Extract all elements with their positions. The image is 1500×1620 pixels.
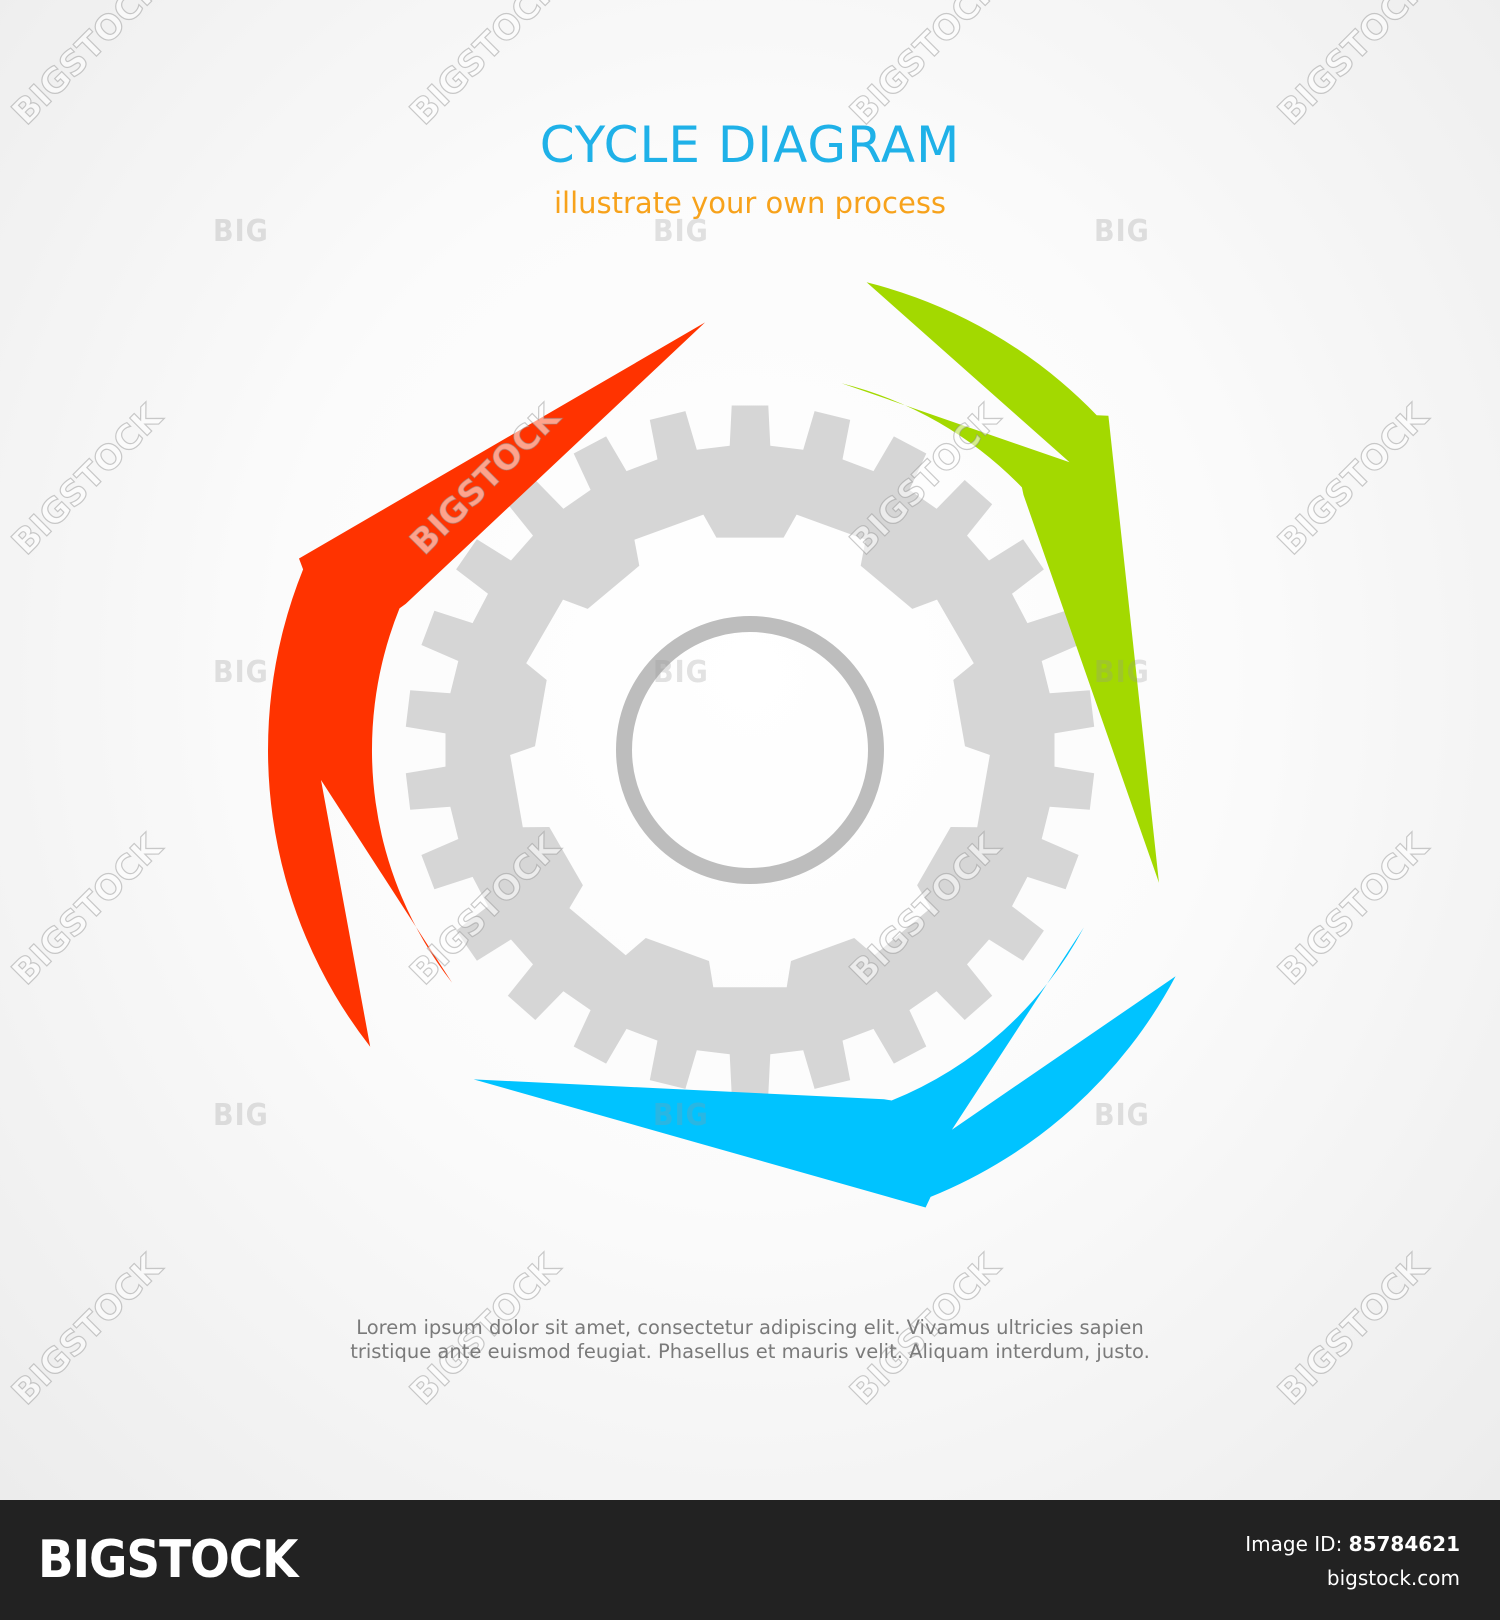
diagram-title: CYCLE DIAGRAM	[539, 116, 961, 174]
watermark-big: BIG	[1094, 655, 1150, 690]
image-id: Image ID: 85784621	[1245, 1532, 1460, 1556]
watermark-big: BIG	[653, 214, 709, 249]
watermark-big: BIG	[1094, 214, 1150, 249]
image-id-label: Image ID:	[1245, 1532, 1343, 1556]
cycle-diagram	[268, 282, 1176, 1208]
gear-center-ring	[616, 616, 884, 884]
outer-gear-shape	[405, 405, 1095, 1095]
watermark-big: BIG	[653, 1098, 709, 1133]
diagram-subtitle: illustrate your own process	[553, 186, 947, 220]
watermark-big: BIG	[1094, 1098, 1150, 1133]
image-id-value: 85784621	[1348, 1532, 1460, 1556]
watermark-big: BIG	[213, 1098, 269, 1133]
watermark-big: BIG	[213, 214, 269, 249]
diagram-canvas: CYCLE DIAGRAM illustrate your own proces…	[0, 0, 1500, 1500]
description-text: Lorem ipsum dolor sit amet, consectetur …	[0, 1316, 1500, 1364]
description-line-2: tristique ante euismod feugiat. Phasellu…	[350, 1340, 1150, 1363]
brand-logo: BIGSTOCK	[38, 1530, 298, 1590]
cycle-arrow-green	[841, 282, 1159, 883]
watermark-big: BIG	[653, 655, 709, 690]
watermark-big: BIG	[213, 655, 269, 690]
cycle-arrow-blue	[473, 927, 1176, 1208]
gear-icon	[405, 405, 1095, 1095]
description-line-1: Lorem ipsum dolor sit amet, consectetur …	[356, 1316, 1144, 1339]
site-url: bigstock.com	[1326, 1566, 1460, 1590]
footer-bar: BIGSTOCK Image ID: 85784621 bigstock.com	[0, 1500, 1500, 1620]
cycle-arrow-red	[268, 322, 706, 1047]
